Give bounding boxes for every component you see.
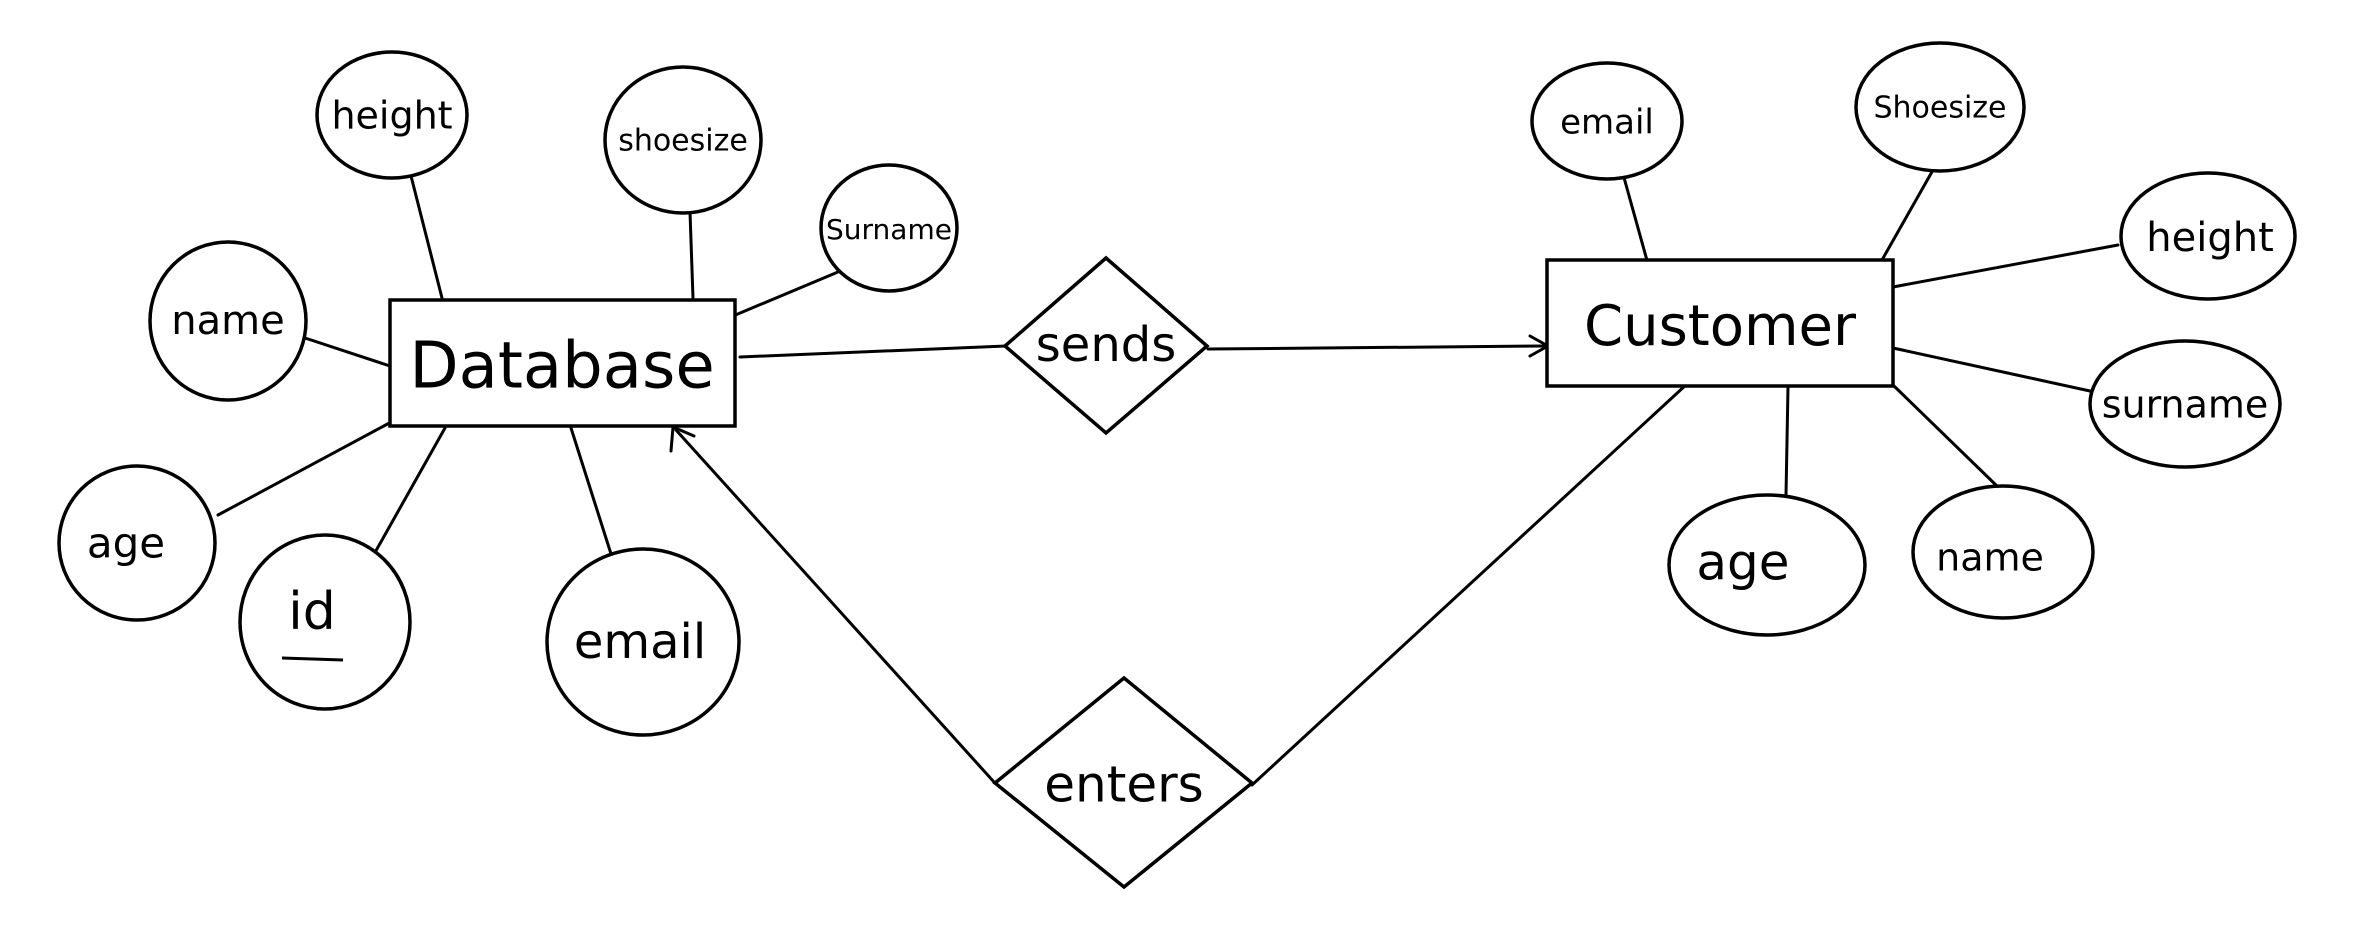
attr-database-height[interactable]: height (315, 50, 469, 180)
attr-database-age[interactable]: age (57, 464, 217, 622)
attr-database-id-label: id (288, 582, 335, 642)
attr-customer-shoesize-label: Shoesize (1873, 91, 2006, 126)
entity-customer-label: Customer (1584, 294, 1857, 359)
attr-database-name-label: name (171, 298, 284, 344)
attr-customer-shoesize[interactable]: Shoesize (1854, 41, 2026, 173)
attr-database-shoesize[interactable]: shoesize (603, 65, 763, 215)
attr-database-email[interactable]: email (545, 547, 741, 737)
edge-customer-height (1891, 243, 2120, 289)
attr-customer-surname[interactable]: surname (2088, 339, 2282, 469)
entity-customer[interactable]: Customer (1545, 258, 1895, 388)
edge-database-age (216, 418, 397, 517)
edge-customer-surname (1891, 346, 2092, 393)
edge-database-shoesize (688, 210, 695, 300)
attr-customer-height[interactable]: height (2119, 171, 2297, 301)
attr-customer-email-label: email (1560, 103, 1654, 143)
entity-database[interactable]: Database (388, 298, 737, 428)
edge-database-email (569, 426, 614, 559)
attr-database-id[interactable]: id (238, 533, 412, 711)
relationship-sends[interactable]: sends (1002, 255, 1210, 436)
attr-customer-height-label: height (2146, 215, 2274, 261)
edge-sends-customer (1206, 344, 1547, 351)
edge-database-surname (731, 270, 840, 318)
edge-customer-name (1891, 383, 2000, 489)
attr-customer-name[interactable]: name (1911, 484, 2095, 620)
edge-customer-shoesize (1880, 168, 1935, 262)
attr-customer-surname-label: surname (2102, 383, 2269, 427)
edge-database-name (303, 336, 392, 368)
attr-database-shoesize-label: shoesize (618, 124, 748, 159)
edge-database-id (371, 426, 447, 558)
relationship-enters-label: enters (1044, 756, 1203, 814)
attr-customer-age-label: age (1696, 534, 1789, 592)
attr-database-age-label: age (87, 519, 165, 568)
connectors (216, 168, 2120, 787)
attr-database-height-label: height (331, 94, 452, 138)
attr-customer-email[interactable]: email (1530, 61, 1684, 181)
attr-database-email-label: email (574, 614, 706, 670)
edge-database-sends (738, 344, 1008, 359)
edge-enters-database (674, 428, 996, 784)
relationship-enters[interactable]: enters (992, 675, 1255, 890)
attr-database-surname-label: Surname (826, 213, 952, 246)
attr-database-name[interactable]: name (148, 240, 308, 402)
attr-database-surname[interactable]: Surname (819, 163, 959, 293)
customer-group: Customer email Shoesize height surname a… (1530, 41, 2297, 637)
relationship-sends-label: sends (1036, 317, 1176, 373)
edge-customer-enters (1250, 382, 1689, 787)
edge-customer-age (1784, 385, 1790, 497)
database-group: Database height shoesize Surname name ag… (57, 50, 959, 737)
attr-customer-age[interactable]: age (1667, 493, 1867, 637)
entity-database-label: Database (409, 330, 714, 404)
edge-customer-email (1621, 172, 1650, 266)
attr-customer-name-label: name (1936, 536, 2044, 580)
primary-key-underline (281, 656, 344, 662)
edge-database-height (408, 170, 444, 300)
